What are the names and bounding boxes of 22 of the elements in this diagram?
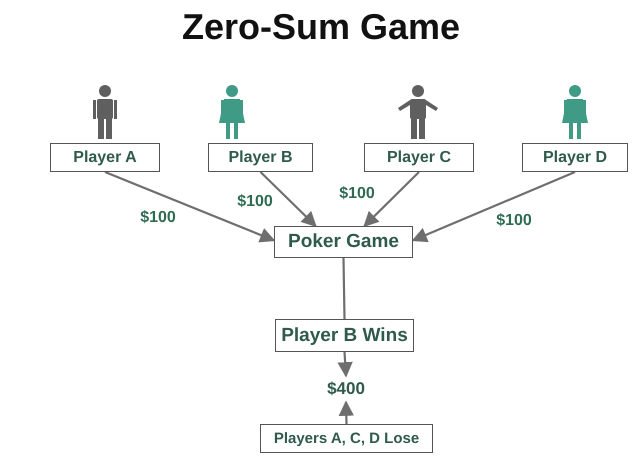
process-box <box>260 424 433 453</box>
box-label: Player C <box>386 148 452 166</box>
box-label: Poker Game <box>288 231 399 253</box>
process-box <box>208 143 313 172</box>
process-box <box>522 143 628 172</box>
box-label: Player B <box>228 148 293 166</box>
box-label: Players A, C, D Lose <box>274 430 420 447</box>
box-label: Player B Wins <box>281 324 408 346</box>
arrow <box>363 171 420 228</box>
process-box <box>274 226 413 258</box>
arrow <box>104 170 276 242</box>
process-box <box>275 319 414 352</box>
arrow <box>412 170 576 242</box>
arrow <box>338 400 354 424</box>
process-box <box>50 143 160 172</box>
amount-label: $400 <box>327 379 365 399</box>
box-label: Player A <box>73 148 137 166</box>
diagram-title: Zero-Sum Game <box>180 6 462 48</box>
arrow <box>260 171 317 228</box>
arrow <box>337 352 353 378</box>
process-box <box>364 143 474 172</box>
box-label: Player D <box>542 148 608 166</box>
